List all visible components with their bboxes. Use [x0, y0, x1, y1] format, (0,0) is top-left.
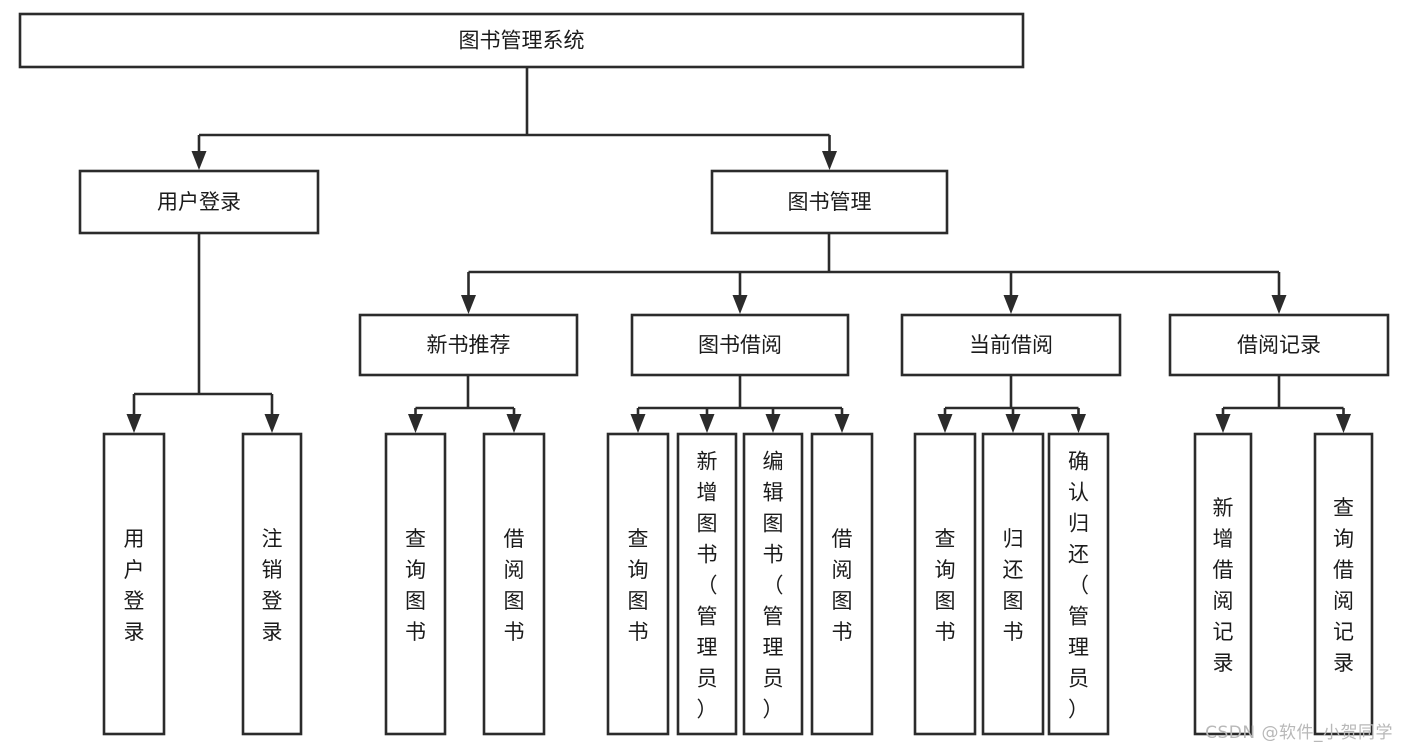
node-box-leaf-rec-add-record[interactable] [1193, 432, 1253, 736]
connector-conn-record-split [1215, 375, 1351, 433]
node-box-user-login[interactable] [78, 169, 320, 235]
node-leaf-borrow-borrow-book[interactable]: 借阅图书 [810, 432, 874, 736]
node-box-leaf-user-logout[interactable] [241, 432, 303, 736]
node-borrow-record[interactable]: 借阅记录 [1168, 313, 1390, 377]
node-label-leaf-user-logout: 注销登录 [262, 527, 283, 644]
node-root[interactable]: 图书管理系统 [18, 12, 1025, 69]
node-label-book-manage: 图书管理 [788, 190, 872, 214]
node-box-leaf-rec-query-record[interactable] [1313, 432, 1374, 736]
node-label-leaf-cur-return-book: 归还图书 [1003, 527, 1024, 644]
node-label-leaf-borrow-borrow-book: 借阅图书 [832, 527, 853, 644]
node-book-manage[interactable]: 图书管理 [710, 169, 949, 235]
node-box-leaf-cur-query-book[interactable] [913, 432, 977, 736]
node-leaf-rec-add-record[interactable]: 新增借阅记录 [1193, 432, 1253, 736]
node-leaf-rec-query-record[interactable]: 查询借阅记录 [1313, 432, 1374, 736]
node-label-leaf-rec-query-record: 查询借阅记录 [1333, 496, 1354, 675]
node-boxes-layer: 图书管理系统用户登录图书管理新书推荐图书借阅当前借阅借阅记录用户登录注销登录查询… [18, 12, 1390, 736]
node-box-leaf-borrow-add-book[interactable] [676, 432, 738, 736]
connector-conn-borrow-split [630, 375, 850, 433]
node-label-leaf-rec-borrow-book: 借阅图书 [504, 527, 525, 644]
node-label-leaf-borrow-query-book: 查询图书 [628, 527, 649, 644]
connector-conn-current-split [937, 375, 1086, 433]
connector-conn-newbook-split [408, 375, 522, 433]
node-box-leaf-cur-return-book[interactable] [981, 432, 1045, 736]
connector-conn-root-split [191, 67, 837, 170]
node-label-current-borrow: 当前借阅 [969, 333, 1053, 357]
node-label-leaf-cur-confirm-return: 确认归还（管理员） [1068, 450, 1089, 722]
node-label-new-book-rec: 新书推荐 [427, 333, 511, 357]
node-box-new-book-rec[interactable] [358, 313, 579, 377]
node-new-book-rec[interactable]: 新书推荐 [358, 313, 579, 377]
node-box-leaf-borrow-query-book[interactable] [606, 432, 670, 736]
connectors-layer [126, 67, 1351, 433]
node-label-user-login: 用户登录 [157, 190, 241, 214]
node-box-current-borrow[interactable] [900, 313, 1122, 377]
node-label-borrow-record: 借阅记录 [1237, 333, 1321, 357]
node-box-root[interactable] [18, 12, 1025, 69]
node-leaf-cur-query-book[interactable]: 查询图书 [913, 432, 977, 736]
node-leaf-user-login[interactable]: 用户登录 [102, 432, 166, 736]
node-leaf-cur-return-book[interactable]: 归还图书 [981, 432, 1045, 736]
node-leaf-rec-borrow-book[interactable]: 借阅图书 [482, 432, 546, 736]
node-box-leaf-borrow-edit-book[interactable] [742, 432, 804, 736]
node-leaf-user-logout[interactable]: 注销登录 [241, 432, 303, 736]
node-label-leaf-user-login: 用户登录 [124, 527, 145, 644]
node-label-root: 图书管理系统 [459, 29, 585, 53]
connector-conn-userlogin-split [126, 233, 280, 433]
node-current-borrow[interactable]: 当前借阅 [900, 313, 1122, 377]
node-label-leaf-borrow-add-book: 新增图书（管理员） [697, 450, 718, 722]
node-leaf-cur-confirm-return[interactable]: 确认归还（管理员） [1047, 432, 1110, 736]
node-leaf-borrow-edit-book[interactable]: 编辑图书（管理员） [742, 432, 804, 736]
node-box-leaf-rec-query-book[interactable] [384, 432, 447, 736]
node-user-login[interactable]: 用户登录 [78, 169, 320, 235]
node-label-book-borrow: 图书借阅 [698, 333, 782, 357]
node-box-book-borrow[interactable] [630, 313, 850, 377]
node-leaf-borrow-add-book[interactable]: 新增图书（管理员） [676, 432, 738, 736]
node-box-leaf-borrow-borrow-book[interactable] [810, 432, 874, 736]
node-box-leaf-user-login[interactable] [102, 432, 166, 736]
node-book-borrow[interactable]: 图书借阅 [630, 313, 850, 377]
node-leaf-borrow-query-book[interactable]: 查询图书 [606, 432, 670, 736]
node-label-leaf-cur-query-book: 查询图书 [935, 527, 956, 644]
node-label-leaf-rec-query-book: 查询图书 [405, 527, 426, 644]
node-leaf-rec-query-book[interactable]: 查询图书 [384, 432, 447, 736]
node-box-borrow-record[interactable] [1168, 313, 1390, 377]
node-box-leaf-cur-confirm-return[interactable] [1047, 432, 1110, 736]
node-box-leaf-rec-borrow-book[interactable] [482, 432, 546, 736]
node-label-leaf-borrow-edit-book: 编辑图书（管理员） [763, 450, 784, 722]
node-label-leaf-rec-add-record: 新增借阅记录 [1213, 496, 1234, 675]
connector-conn-bookmanage-split [461, 233, 1287, 314]
node-box-book-manage[interactable] [710, 169, 949, 235]
